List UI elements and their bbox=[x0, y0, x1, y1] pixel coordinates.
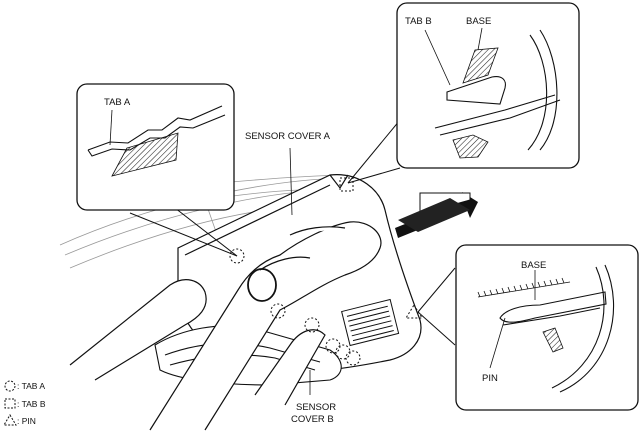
tab-b-marker bbox=[339, 177, 354, 192]
label-leaders bbox=[289, 147, 311, 395]
wrist-circle bbox=[247, 268, 277, 302]
legend-tab-a-symbol bbox=[4, 380, 16, 392]
label-tab-b: TAB B bbox=[405, 16, 432, 27]
legend-tab-b-label: : TAB B bbox=[17, 399, 46, 409]
hand-right bbox=[149, 221, 382, 431]
label-pin: PIN bbox=[482, 373, 498, 384]
legend-tab-a-label: : TAB A bbox=[17, 381, 45, 391]
callout-pin bbox=[417, 244, 639, 411]
legend-tab-b-symbol bbox=[4, 398, 16, 409]
direction-arrow bbox=[395, 192, 478, 238]
vent-grille bbox=[341, 298, 400, 347]
label-sensor-cover-b-line2: COVER B bbox=[291, 414, 334, 425]
legend-pin-label: : PIN bbox=[17, 416, 36, 426]
tab-a-marker bbox=[229, 248, 245, 264]
label-base-top: BASE bbox=[466, 16, 491, 27]
legend: : TAB A : TAB B : PIN bbox=[3, 380, 46, 426]
label-sensor-cover-a: SENSOR COVER A bbox=[245, 131, 331, 142]
label-sensor-cover-b-line1: SENSOR bbox=[296, 402, 336, 413]
tab-a-marker bbox=[270, 303, 286, 319]
callout-tab-a bbox=[76, 83, 238, 257]
label-base-right: BASE bbox=[521, 260, 546, 271]
hand-left bbox=[69, 279, 326, 406]
callout-tab-b bbox=[347, 2, 580, 184]
tab-a-marker bbox=[345, 350, 361, 366]
tab-a-markers bbox=[229, 248, 361, 366]
legend-pin-symbol bbox=[3, 414, 17, 426]
label-tab-a: TAB A bbox=[104, 97, 131, 108]
tab-a-marker bbox=[304, 317, 320, 333]
